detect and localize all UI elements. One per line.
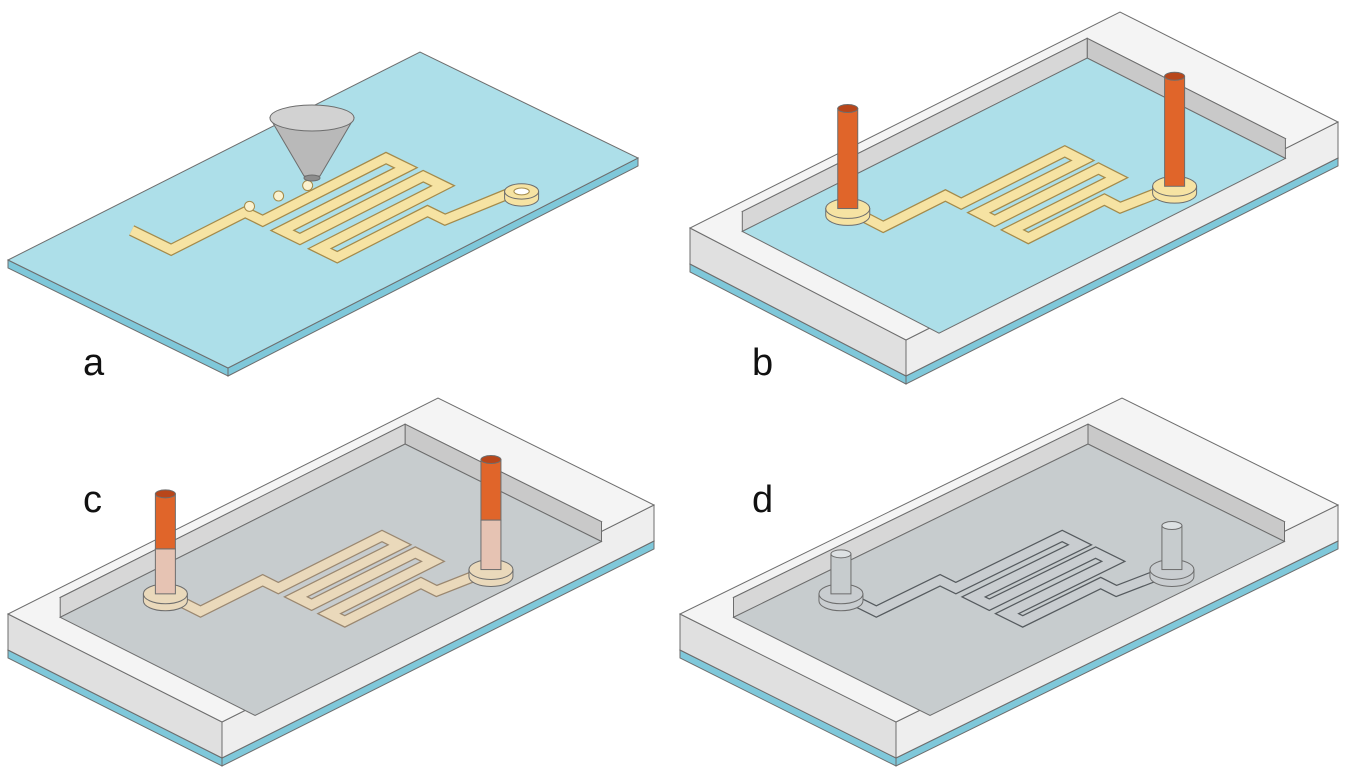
panel-d-outlet-post-top [1161, 521, 1183, 531]
panel-b-channel [845, 146, 1177, 244]
panel-c-outlet-post-lower [480, 519, 502, 571]
panel-b-outlet-post-body [1164, 75, 1186, 187]
panel-label-b: b [752, 342, 773, 384]
droplet-0 [302, 180, 314, 192]
panel-c-outlet-post-upper [480, 459, 502, 521]
printed-channel [129, 153, 511, 263]
panel-c [6, 397, 656, 767]
panel-c-outlet-post-top [480, 455, 502, 465]
panel-b-inlet-post-body [837, 108, 859, 210]
panel-d-inlet-post-body [830, 553, 852, 595]
panel-d-inlet-post-top [830, 549, 852, 559]
panel-label-c: c [83, 479, 102, 521]
panel-c-inlet-post-upper [154, 493, 176, 550]
port-pad-hole [513, 187, 530, 196]
panel-d [678, 397, 1340, 767]
panel-c-inlet-post-top [154, 489, 176, 499]
nozzle-tip [303, 174, 321, 182]
panel-b [688, 11, 1340, 385]
panel-label-a: a [83, 342, 105, 384]
panel-b-outlet-post-top [1164, 71, 1186, 81]
droplet-1 [273, 190, 285, 202]
panel-d-channel [838, 530, 1174, 627]
panel-c-inlet-post-lower [154, 548, 176, 595]
nozzle-top [269, 104, 355, 132]
panel-b-inlet-post-top [837, 104, 859, 114]
panel-c-channel [163, 530, 493, 627]
panel-label-d: d [752, 479, 773, 521]
panel-a [6, 51, 640, 377]
droplet-2 [244, 200, 256, 212]
panel-d-outlet-post-body [1161, 525, 1183, 571]
